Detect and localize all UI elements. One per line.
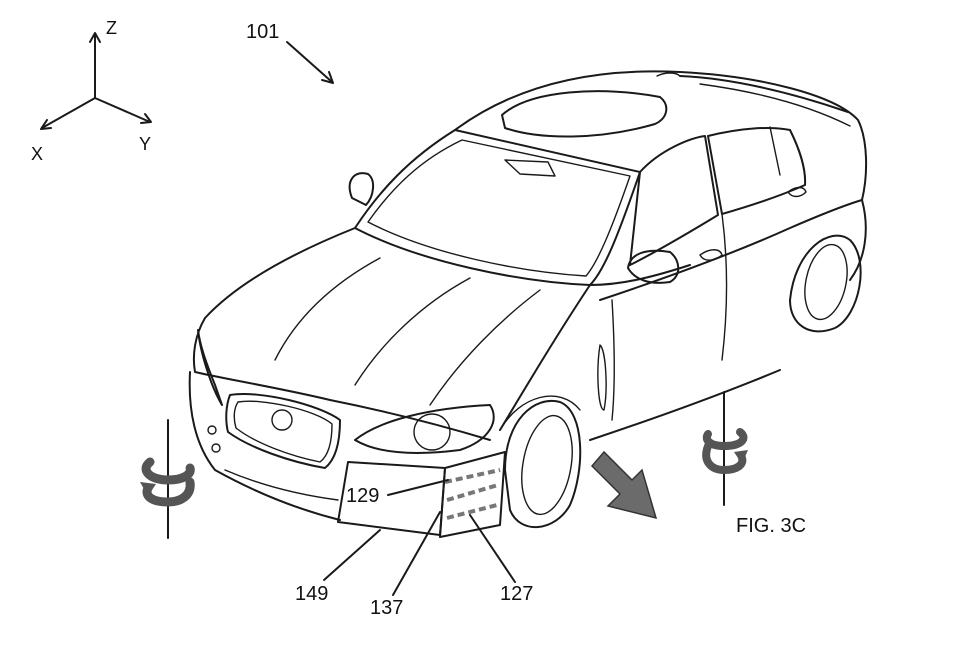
fog-lamp-left-2	[211, 443, 221, 453]
front-door-handle	[699, 249, 723, 261]
axis-triad: Z X Y	[31, 18, 152, 164]
leader-127	[469, 514, 516, 583]
label-127: 127	[500, 583, 533, 605]
hood-outline-left	[192, 227, 491, 441]
belt-line	[599, 199, 863, 301]
hood-outline-right	[499, 284, 591, 431]
figure-caption: FIG. 3C	[736, 515, 806, 537]
rear-wheel-outer	[789, 234, 862, 333]
roof-antenna	[656, 72, 681, 77]
fog-lamp-left	[207, 425, 217, 435]
hood-crease-right	[429, 289, 541, 406]
rotation-arrowhead-right	[734, 450, 748, 464]
front-wheel-inner	[521, 414, 573, 516]
bumper-lip	[224, 469, 339, 501]
y-axis-label: Y	[139, 134, 151, 154]
label-129: 129	[346, 485, 379, 507]
rotation-arrowhead-left	[140, 482, 156, 496]
rotation-indicator-right	[702, 391, 748, 506]
grille-inner	[233, 400, 333, 463]
hood-crease-mid	[354, 277, 471, 386]
rear-window-edge	[679, 75, 849, 113]
rotation-indicator-left	[140, 419, 195, 539]
zone-side-box	[439, 451, 506, 538]
leader-137	[392, 511, 441, 596]
motion-arrow-shape	[590, 450, 658, 520]
x-axis-arrowhead	[40, 119, 52, 130]
right-headlight	[354, 404, 495, 454]
zone-side-dash-3	[444, 468, 501, 484]
leader-129	[387, 479, 449, 496]
front-door-line	[611, 299, 615, 421]
c-pillar-line	[769, 126, 781, 176]
rear-body	[849, 199, 867, 281]
x-axis-line	[41, 97, 96, 129]
y-axis-arrowhead	[140, 113, 152, 124]
label-101: 101	[246, 21, 279, 43]
rearview-mirror	[504, 159, 556, 177]
rotation-arrow-left-top	[141, 457, 195, 485]
zone-side-dash-1	[446, 483, 499, 502]
rear-window-inner	[699, 83, 851, 127]
zone-side-dash-2	[446, 503, 498, 520]
rear-door-handle	[787, 186, 807, 198]
rocker-panel	[589, 369, 781, 441]
label-137: 137	[370, 597, 403, 619]
rotation-arrow-right-top	[702, 428, 748, 451]
x-axis-label: X	[31, 144, 43, 164]
grille-outer	[225, 393, 341, 469]
leader-101-arrowhead	[321, 71, 334, 84]
motion-arrow	[590, 450, 658, 520]
windshield-outer	[354, 129, 641, 286]
shoulder-line	[589, 264, 691, 286]
right-side-mirror	[627, 249, 680, 284]
rear-wheel-inner	[804, 243, 848, 321]
front-wheel-outer	[504, 399, 582, 528]
leader-149	[323, 529, 381, 581]
label-149: 149	[295, 583, 328, 605]
roof-outline	[454, 70, 868, 201]
y-axis-line	[94, 97, 151, 123]
detection-zones	[337, 451, 506, 538]
front-wheel-arch	[499, 395, 581, 431]
rear-side-window	[707, 127, 807, 215]
left-side-mirror	[348, 172, 374, 206]
leader-101-arrow	[286, 41, 333, 83]
right-headlight-lens	[413, 413, 451, 451]
z-axis-arrowhead	[89, 32, 101, 43]
windshield-inner	[367, 139, 631, 277]
grille-emblem	[271, 409, 293, 431]
hood-crease-left	[274, 257, 381, 361]
front-bumper-lower	[188, 371, 341, 521]
z-axis-label: Z	[106, 18, 117, 38]
car-outline	[188, 70, 868, 528]
sunroof	[501, 90, 668, 138]
front-side-window	[629, 135, 719, 266]
rear-door-line	[721, 213, 728, 361]
side-vent	[597, 344, 607, 411]
left-headlight	[197, 329, 223, 406]
